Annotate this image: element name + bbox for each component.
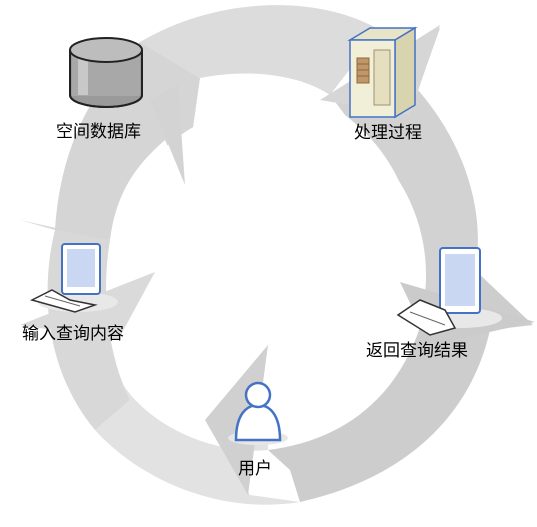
user-icon: [228, 381, 288, 445]
arrow-head-to-user: [205, 345, 268, 495]
node-label-user: 用户: [238, 459, 272, 479]
computer-icon: [396, 247, 502, 336]
node-label-input-query: 输入查询内容: [22, 324, 124, 344]
node-label-database: 空间数据库: [56, 122, 141, 142]
node-label-return-results: 返回查询结果: [366, 341, 468, 361]
ring-center: [110, 107, 426, 443]
database-icon: [69, 37, 143, 108]
node-label-process: 处理过程: [354, 123, 422, 143]
ring-segment-database-to-process: [140, 5, 380, 95]
ring-segment-database-top: [55, 42, 200, 240]
arrow-head-to-database: [150, 85, 185, 185]
computer-icon: [29, 243, 118, 313]
server-icon: [347, 26, 418, 119]
